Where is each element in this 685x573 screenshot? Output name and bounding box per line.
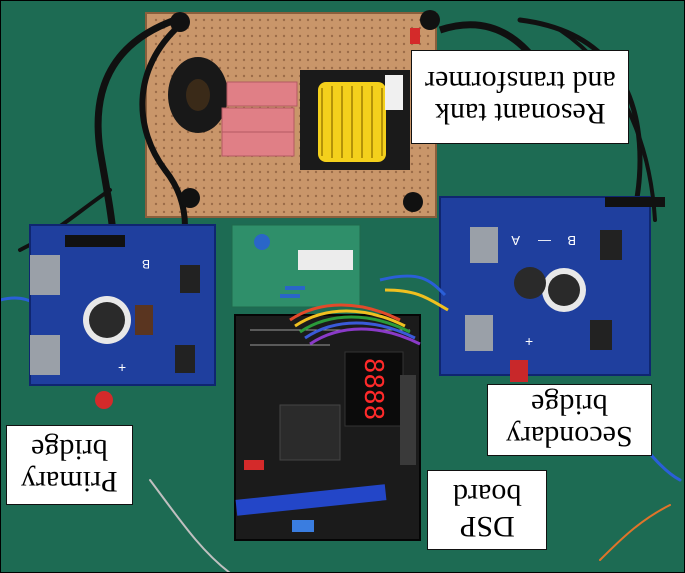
seven-segment-display	[344, 351, 404, 427]
secondary-minus-marking: —	[538, 232, 551, 247]
primary-plus-marking: +	[118, 359, 126, 375]
secondary-b-marking: B	[567, 233, 576, 248]
secondary-bridge-board: A — B +	[439, 196, 665, 382]
primary-label-line2: bridge	[31, 433, 108, 466]
dsp-board-label: DSP board	[427, 470, 547, 550]
heatsink	[465, 315, 493, 351]
film-capacitor	[221, 107, 295, 133]
mosfet	[590, 320, 612, 350]
banana-connector	[170, 12, 190, 32]
mosfet	[600, 230, 622, 260]
mosfet	[175, 345, 195, 373]
secondary-plus-marking: +	[525, 333, 533, 349]
secondary-label-line1: Secondary	[506, 419, 633, 453]
transformer	[300, 70, 410, 170]
heatsink	[30, 255, 60, 295]
dsp-label-line2: board	[452, 478, 522, 511]
mosfet	[180, 265, 200, 293]
display-digits: 8888	[358, 358, 388, 421]
secondary-bridge-label: Secondary bridge	[487, 384, 652, 456]
primary-bridge-label: Primary bridge	[6, 425, 133, 505]
banana-connector	[403, 192, 423, 212]
secondary-label-line2: bridge	[531, 388, 608, 421]
ribbon-wires	[289, 274, 449, 346]
banana-connector	[180, 188, 200, 208]
primary-label-line1: Primary	[21, 464, 118, 498]
dsp-board: 8888	[234, 314, 421, 541]
film-capacitor	[226, 81, 298, 107]
banana-connector	[420, 10, 440, 30]
heatsink	[30, 335, 60, 375]
black-cable-left-2	[139, 22, 188, 261]
signal-perfboard	[231, 224, 361, 308]
heatsink	[470, 227, 498, 263]
blue-header	[235, 484, 387, 516]
resonant-tank-board	[94, 10, 564, 291]
resonant-tank-label: Resonant tank and transformer	[411, 50, 629, 144]
primary-bridge-board: B +	[29, 224, 216, 409]
dsp-label-line1: DSP	[459, 509, 515, 543]
resonant-label-line1: Resonant tank	[434, 96, 606, 130]
primary-b-marking: B	[142, 257, 150, 271]
secondary-a-marking: A	[511, 233, 520, 248]
resonant-label-line2: and transformer	[424, 65, 616, 98]
film-capacitor	[221, 131, 295, 157]
